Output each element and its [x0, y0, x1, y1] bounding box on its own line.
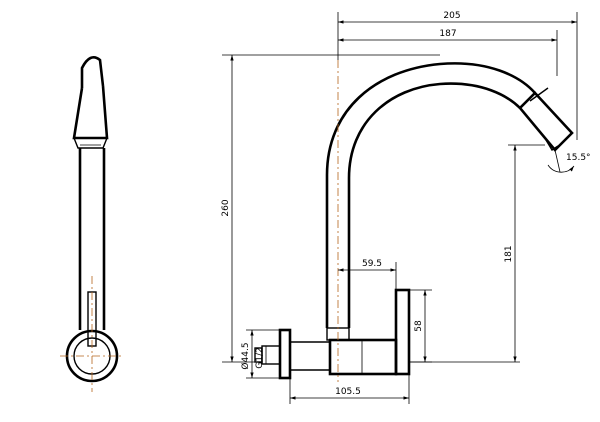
dim-spout-angle: 15.5°	[566, 153, 591, 163]
spout-inner	[347, 82, 521, 328]
side-view-handle	[80, 56, 105, 88]
side-view-lever	[72, 85, 109, 140]
thread-tip	[254, 347, 263, 363]
dim-thread: G1/2	[255, 347, 265, 368]
dim-body-height: 58	[414, 320, 424, 332]
side-view	[60, 56, 124, 392]
valve-body	[328, 338, 398, 376]
dim-flange-diameter: Ø44.5	[240, 342, 251, 369]
spout-head	[518, 91, 574, 152]
side-view-aerator	[73, 137, 108, 149]
dim-body-length: 105.5	[335, 387, 361, 397]
wall-flange	[278, 328, 292, 380]
dimension-labels: 205 187 260 181 15.5° 59.5 58 Ø44.5 G1/2…	[221, 11, 591, 397]
dim-base-offset: 59.5	[362, 259, 382, 269]
spout-outer	[325, 62, 536, 328]
spout-aerator	[545, 139, 559, 151]
dimension-lines	[222, 12, 578, 404]
dim-height: 260	[221, 199, 231, 216]
front-view	[254, 60, 574, 382]
dim-spout-outlet-height: 181	[504, 245, 514, 262]
dim-spout-reach: 187	[439, 29, 456, 39]
dim-overall-reach: 205	[443, 11, 460, 21]
handle-block	[394, 288, 411, 376]
